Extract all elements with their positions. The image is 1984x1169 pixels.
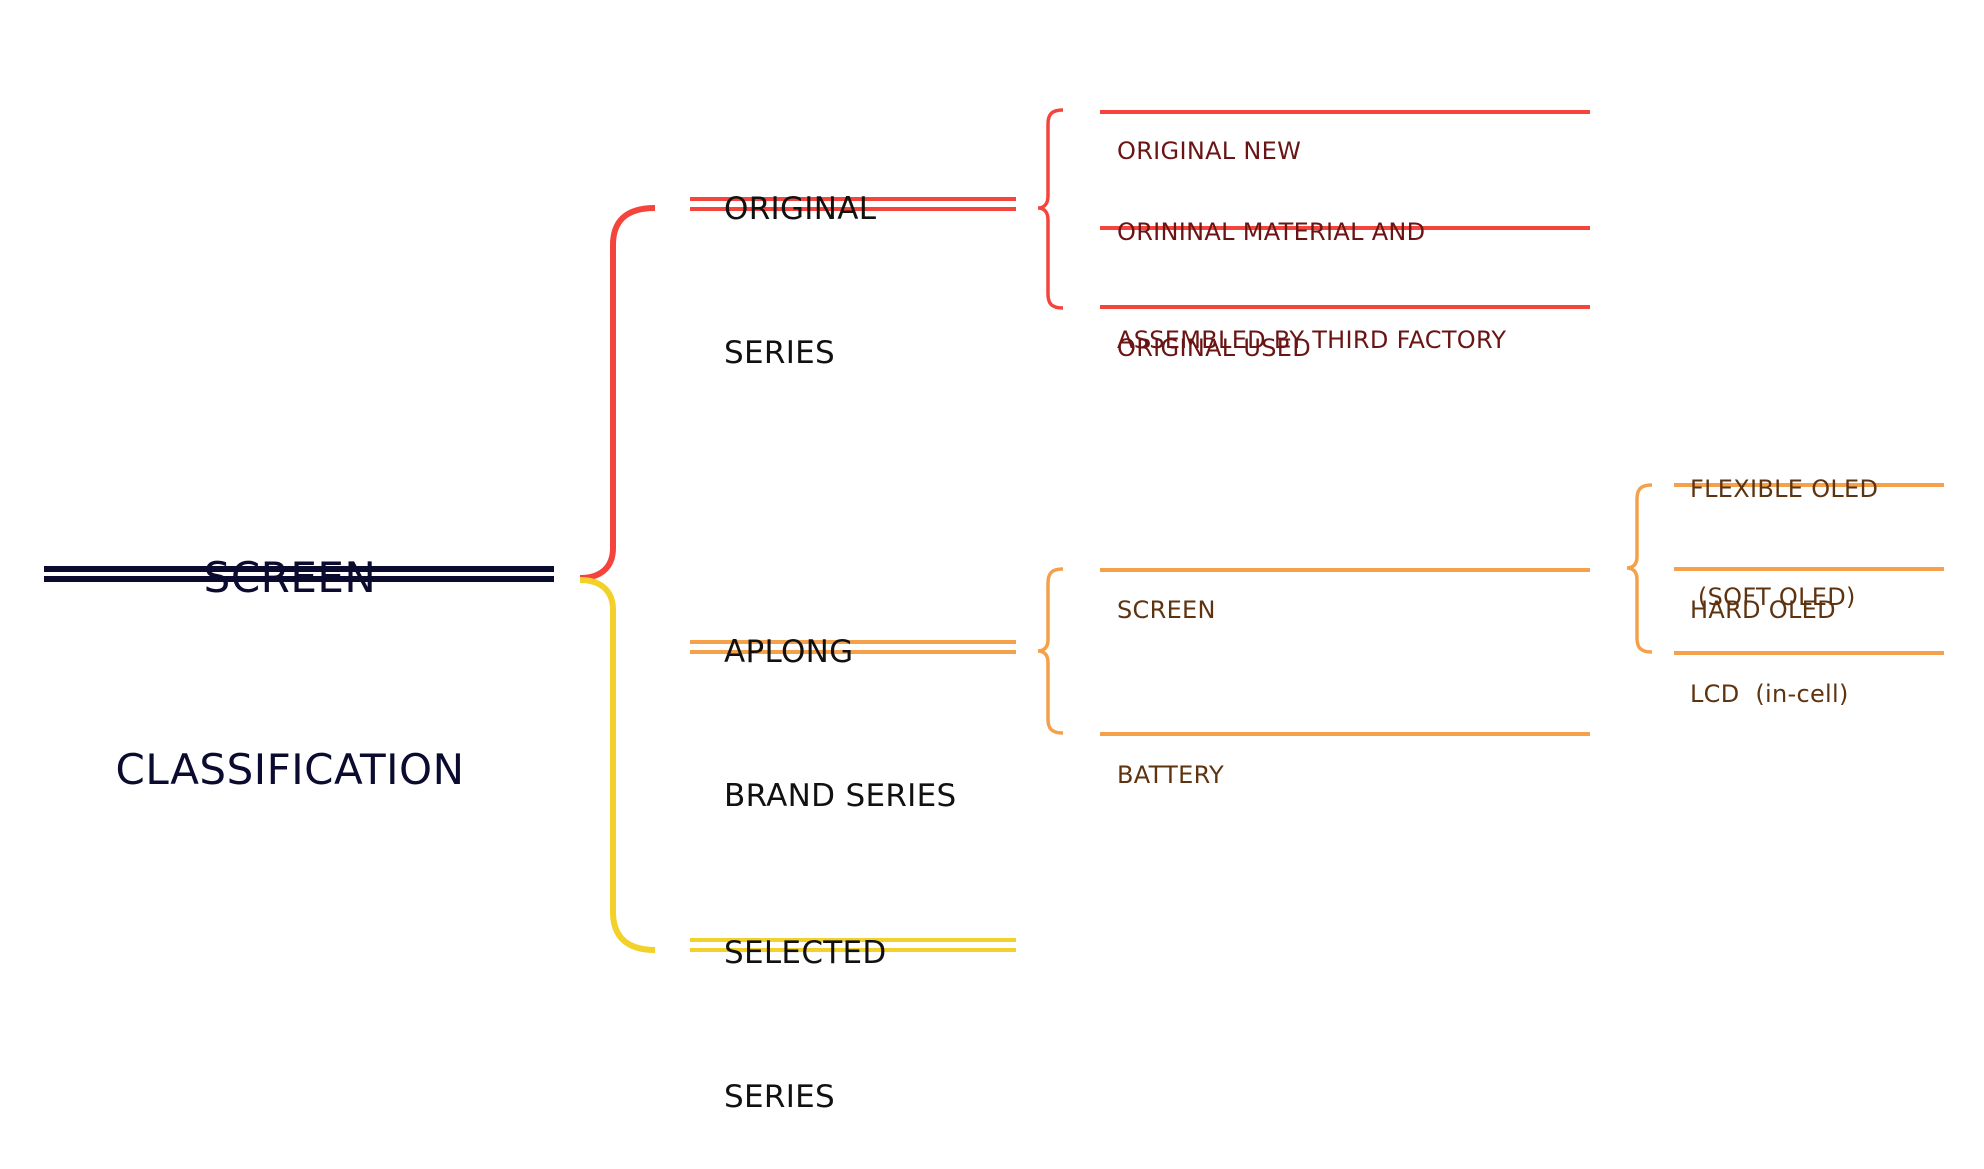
node-hard-oled: HARD OLED xyxy=(1690,520,1836,664)
branch-label-line-2: BRAND SERIES xyxy=(724,778,957,814)
screen-type-line-3 xyxy=(1674,651,1944,655)
original-series-underline-top xyxy=(690,197,1016,201)
branch-selected-series: SELECTED SERIES xyxy=(724,833,887,1169)
aplong-brace xyxy=(1037,567,1064,735)
node-label-line-1: FLEXIBLE OLED xyxy=(1690,475,1879,503)
branch-label-line-2: SERIES xyxy=(724,335,836,371)
root-underline-top xyxy=(44,566,554,572)
original-series-underline-bottom xyxy=(690,207,1016,211)
original-child-line-3 xyxy=(1100,305,1590,309)
aplong-child-line-screen xyxy=(1100,568,1590,572)
node-label-line-1: ORININAL MATERIAL AND xyxy=(1117,218,1426,246)
branch-original-series: ORIGINAL SERIES xyxy=(724,89,876,425)
screen-type-line-1 xyxy=(1674,483,1944,487)
screen-type-brace xyxy=(1626,483,1653,654)
aplong-series-underline-bottom xyxy=(690,650,1016,654)
node-label: SCREEN xyxy=(1117,596,1216,624)
node-label: BATTERY xyxy=(1117,761,1224,789)
main-brace-upper xyxy=(579,205,656,581)
root-underline-bottom xyxy=(44,576,554,582)
original-child-line-2 xyxy=(1100,226,1590,230)
node-label-line-2: ASSEMBLED BY THIRD FACTORY xyxy=(1117,326,1507,354)
node-label: LCD (in-cell) xyxy=(1690,680,1849,708)
node-flexible-oled: FLEXIBLE OLED (SOFT OLED) xyxy=(1690,399,1878,651)
node-original-material-third-factory: ORININAL MATERIAL AND ASSEMBLED BY THIRD… xyxy=(1117,142,1506,394)
screen-type-line-2 xyxy=(1674,567,1944,571)
root-title: SCREEN CLASSIFICATION xyxy=(30,418,550,866)
branch-aplong-brand-series: APLONG BRAND SERIES xyxy=(724,532,956,868)
branch-label-line-2: SERIES xyxy=(724,1079,836,1115)
main-brace-lower xyxy=(579,577,656,953)
aplong-child-line-battery xyxy=(1100,732,1590,736)
node-lcd-in-cell: LCD (in-cell) xyxy=(1690,604,1849,748)
node-battery: BATTERY xyxy=(1117,685,1224,829)
node-original-used: ORIGINAL USED xyxy=(1117,258,1311,402)
node-label: ORIGINAL NEW xyxy=(1117,137,1302,165)
branch-label-line-1: ORIGINAL xyxy=(724,191,877,227)
mind-map-canvas xyxy=(44,108,1944,953)
branch-label-line-1: APLONG xyxy=(724,634,854,670)
original-child-line-1 xyxy=(1100,110,1590,114)
node-original-new: ORIGINAL NEW xyxy=(1117,61,1301,205)
node-label: HARD OLED xyxy=(1690,596,1836,624)
root-title-line-1: SCREEN xyxy=(203,553,377,602)
selected-series-underline-top xyxy=(690,938,1016,942)
selected-series-underline-bottom xyxy=(690,948,1016,952)
branch-label-line-1: SELECTED xyxy=(724,935,887,971)
node-screen: SCREEN xyxy=(1117,520,1216,664)
node-label-line-2: (SOFT OLED) xyxy=(1690,583,1856,611)
node-label: ORIGINAL USED xyxy=(1117,334,1312,362)
aplong-series-underline-top xyxy=(690,640,1016,644)
root-title-line-2: CLASSIFICATION xyxy=(115,745,465,794)
original-brace xyxy=(1037,108,1064,310)
